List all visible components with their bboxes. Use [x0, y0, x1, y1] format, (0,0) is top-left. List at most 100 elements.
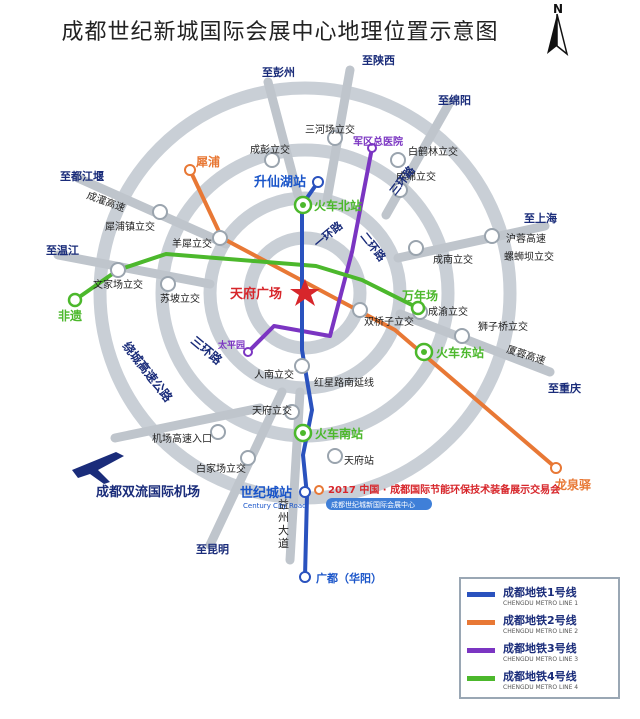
label-sanhechang: 三河场立交 [305, 123, 355, 136]
label-yangxi: 羊犀立交 [172, 237, 212, 250]
node-baijiachang [240, 450, 256, 466]
legend-line4-en: CHENGDU METRO LINE 4 [503, 684, 579, 691]
road-pengzhou [263, 77, 303, 200]
road-jiangyan [73, 173, 231, 249]
label-baihelin: 白鹤林立交 [408, 145, 458, 158]
legend-item-line4: 成都地铁4号线 CHENGDU METRO LINE 4 [467, 670, 612, 698]
node-xipu-zhen [152, 204, 168, 220]
station-guangdu-marker [299, 571, 311, 583]
airport-label: 成都双流国际机场 [96, 484, 200, 500]
radial-roads [53, 65, 555, 565]
label-chengpeng: 成彭立交 [250, 143, 290, 156]
legend-line2-zh: 成都地铁2号线 [503, 614, 577, 627]
legend-swatch-line3 [467, 648, 495, 653]
dir-jiangyan: 至都江堰 [60, 169, 104, 183]
station-taiping-label: 太平园 [217, 339, 245, 351]
station-century-label: 世纪城站 [240, 485, 292, 501]
road-kunming [205, 387, 287, 550]
node-airport-entry [210, 424, 226, 440]
label-wenjiachang: 文家场立交 [93, 278, 143, 291]
dir-pengzhou: 至彭州 [262, 65, 295, 79]
node-sanhechang [327, 130, 343, 146]
station-wannian-label: 万年场 [401, 288, 438, 303]
dir-chongqing: 至重庆 [548, 381, 581, 395]
north-letter: N [553, 2, 564, 16]
star-icon [290, 279, 320, 306]
node-tianfu-station [327, 448, 343, 464]
legend-item-line3: 成都地铁3号线 CHENGDU METRO LINE 3 [467, 642, 612, 670]
north-arrow-icon [547, 13, 569, 56]
label-tianfu-lijiao: 天府立交 [252, 404, 292, 417]
airplane-icon [72, 452, 124, 484]
dir-mianyang: 至绵阳 [438, 93, 471, 107]
station-junqu-label: 军区总医院 [353, 135, 403, 148]
legend-line1-zh: 成都地铁1号线 [503, 586, 577, 599]
label-airport-entry: 机场高速入口 [152, 432, 212, 445]
page-title: 成都世纪新城国际会展中心地理位置示意图 [61, 20, 499, 45]
label-chengnan: 成南立交 [433, 253, 473, 266]
metro-line-3 [246, 146, 374, 354]
node-hurong [484, 228, 500, 244]
legend-line4-zh: 成都地铁4号线 [503, 670, 577, 683]
station-junqu-marker [367, 143, 377, 153]
node-supo [160, 276, 176, 292]
legend-swatch-line4 [467, 676, 495, 681]
label-tianfu-station: 天府站 [344, 454, 374, 467]
label-supo: 苏坡立交 [160, 292, 200, 305]
metro-lines [73, 146, 558, 579]
station-wannian-marker [410, 300, 426, 316]
direction-labels: 至彭州 至陕西 至绵阳 至都江堰 至上海 至温江 至重庆 至昆明 [46, 53, 581, 556]
node-chengmian [392, 182, 408, 198]
legend-item-line2: 成都地铁2号线 CHENGDU METRO LINE 2 [467, 614, 612, 642]
legend-line1-en: CHENGDU METRO LINE 1 [503, 600, 579, 607]
node-chengnan [408, 240, 424, 256]
station-longquan-marker [550, 462, 562, 474]
legend-line2-en: CHENGDU METRO LINE 2 [503, 628, 579, 635]
node-rennan [294, 358, 310, 374]
station-taiping-marker [243, 347, 253, 357]
station-shengxian-label: 升仙湖站 [254, 174, 306, 190]
label-baijiachang: 白家场立交 [196, 462, 246, 475]
legend-item-line1: 成都地铁1号线 CHENGDU METRO LINE 1 [467, 586, 612, 614]
legend: 成都地铁1号线 CHENGDU METRO LINE 1 成都地铁2号线 CHE… [459, 577, 620, 699]
label-rennan: 人南立交 [254, 368, 294, 381]
label-chengyu: 成渝立交 [428, 305, 468, 318]
station-longquan-label: 龙泉驿 [555, 477, 592, 492]
station-huoche-bei-label: 火车北站 [314, 198, 362, 213]
venue-sub-pill [326, 498, 432, 510]
train-icon-north-dot [300, 202, 306, 208]
station-guangdu-label: 广都（华阳） [316, 571, 382, 585]
node-wenjiachang [110, 262, 126, 278]
road-shanghai [393, 221, 550, 263]
legend-line3-zh: 成都地铁3号线 [503, 642, 577, 655]
road-chongqing [395, 309, 555, 377]
station-feiyi-label: 非遗 [58, 308, 82, 323]
node-yangxi [212, 230, 228, 246]
label-chengmian: 成绵立交 [396, 170, 436, 183]
node-shiziqiao [454, 328, 470, 344]
label-hurong: 沪蓉高速 [506, 232, 546, 245]
station-tianfu-square-label: 天府广场 [230, 286, 282, 302]
road-wenjiang [53, 250, 215, 289]
station-century-en-label: Century City Road [243, 502, 307, 510]
dir-kunming: 至昆明 [196, 543, 229, 556]
train-icon-south-dot [300, 430, 306, 436]
venue-name: 2017 中国 · 成都国际节能环保技术装备展示交易会 [328, 483, 560, 496]
road-yizhou [285, 387, 305, 565]
node-chengpeng [264, 152, 280, 168]
station-labels: 升仙湖站 火车北站 天府广场 万年场 火车东站 火车南站 世纪城站 Centur… [58, 135, 592, 585]
interchange-labels: 三河场立交 成彭立交 白鹤林立交 成绵立交 犀浦镇立交 羊犀立交 沪蓉高速 成南… [93, 123, 554, 475]
road-label-hongxing: 红星路南延线 [314, 376, 374, 389]
legend-line3-en: CHENGDU METRO LINE 3 [503, 656, 579, 663]
ring-1 [243, 231, 367, 355]
label-luosiba: 螺蛳坝立交 [504, 250, 554, 263]
metro-line-4 [73, 252, 420, 310]
dir-shanghai: 至上海 [524, 211, 557, 225]
node-tianfu-lijiao [284, 404, 300, 420]
station-huoche-dong-label: 火车东站 [436, 345, 484, 360]
label-shuangqiaozi: 双桥子立交 [364, 315, 414, 328]
label-xipu-zhen: 犀浦镇立交 [105, 220, 155, 233]
venue-marker [314, 485, 324, 495]
station-shengxian-marker [312, 176, 324, 188]
train-icon-east-dot [421, 349, 427, 355]
